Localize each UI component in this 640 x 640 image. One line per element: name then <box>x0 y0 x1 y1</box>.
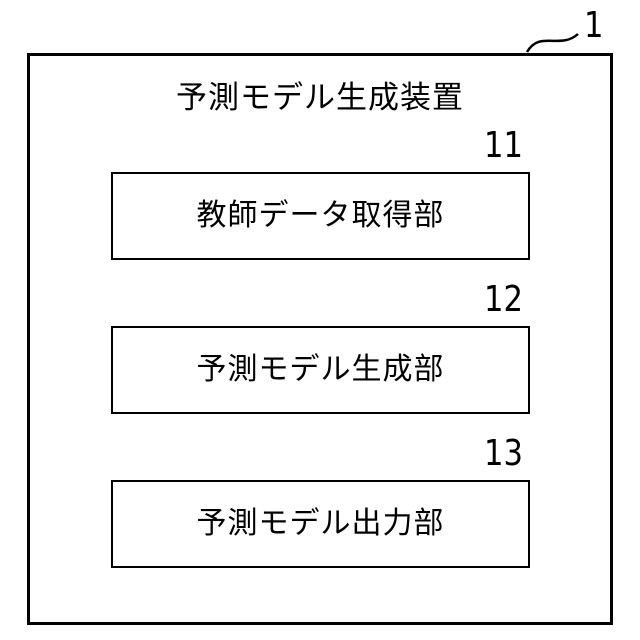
prediction-model-output-unit: 予測モデル出力部 <box>111 480 530 568</box>
prediction-model-generation-unit: 予測モデル生成部 <box>111 326 530 414</box>
unit-1-reference-number: 11 <box>484 126 523 166</box>
leader-line-device <box>527 34 578 52</box>
unit-3-reference-number: 13 <box>484 434 523 474</box>
unit-2-reference-number: 12 <box>484 280 523 320</box>
unit-1-label: 教師データ取得部 <box>197 199 445 233</box>
unit-3-label: 予測モデル出力部 <box>197 507 445 541</box>
unit-2-label: 予測モデル生成部 <box>197 353 445 387</box>
device-title: 予測モデル生成装置 <box>0 80 640 116</box>
device-reference-number: 1 <box>584 6 603 46</box>
teacher-data-acquisition-unit: 教師データ取得部 <box>111 172 530 260</box>
